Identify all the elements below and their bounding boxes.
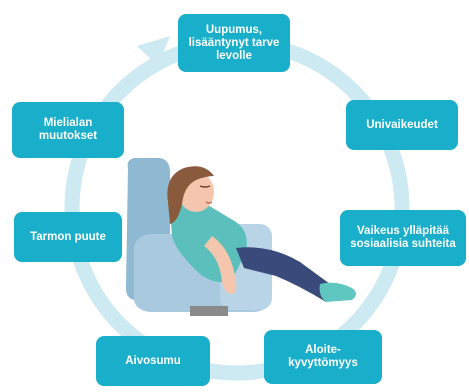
person-sock <box>320 283 356 302</box>
node-aivosumu: Aivosumu <box>96 336 210 386</box>
person-in-armchair-illustration <box>126 158 356 316</box>
node-aloitekyvyttomyys: Aloite- kyvyttömyys <box>264 330 382 384</box>
node-mielialan-muutokset: Mielialan muutokset <box>12 102 124 158</box>
node-sosiaaliset: Vaikeus ylläpitää sosiaalisia suhteita <box>340 210 466 266</box>
armchair-leg <box>190 306 228 316</box>
cycle-ring-path <box>72 43 402 373</box>
node-univaikeudet: Univaikeudet <box>346 100 458 150</box>
node-uupumus: Uupumus, lisääntynyt tarve levolle <box>178 14 290 72</box>
node-tarmon-puute: Tarmon puute <box>14 212 122 262</box>
